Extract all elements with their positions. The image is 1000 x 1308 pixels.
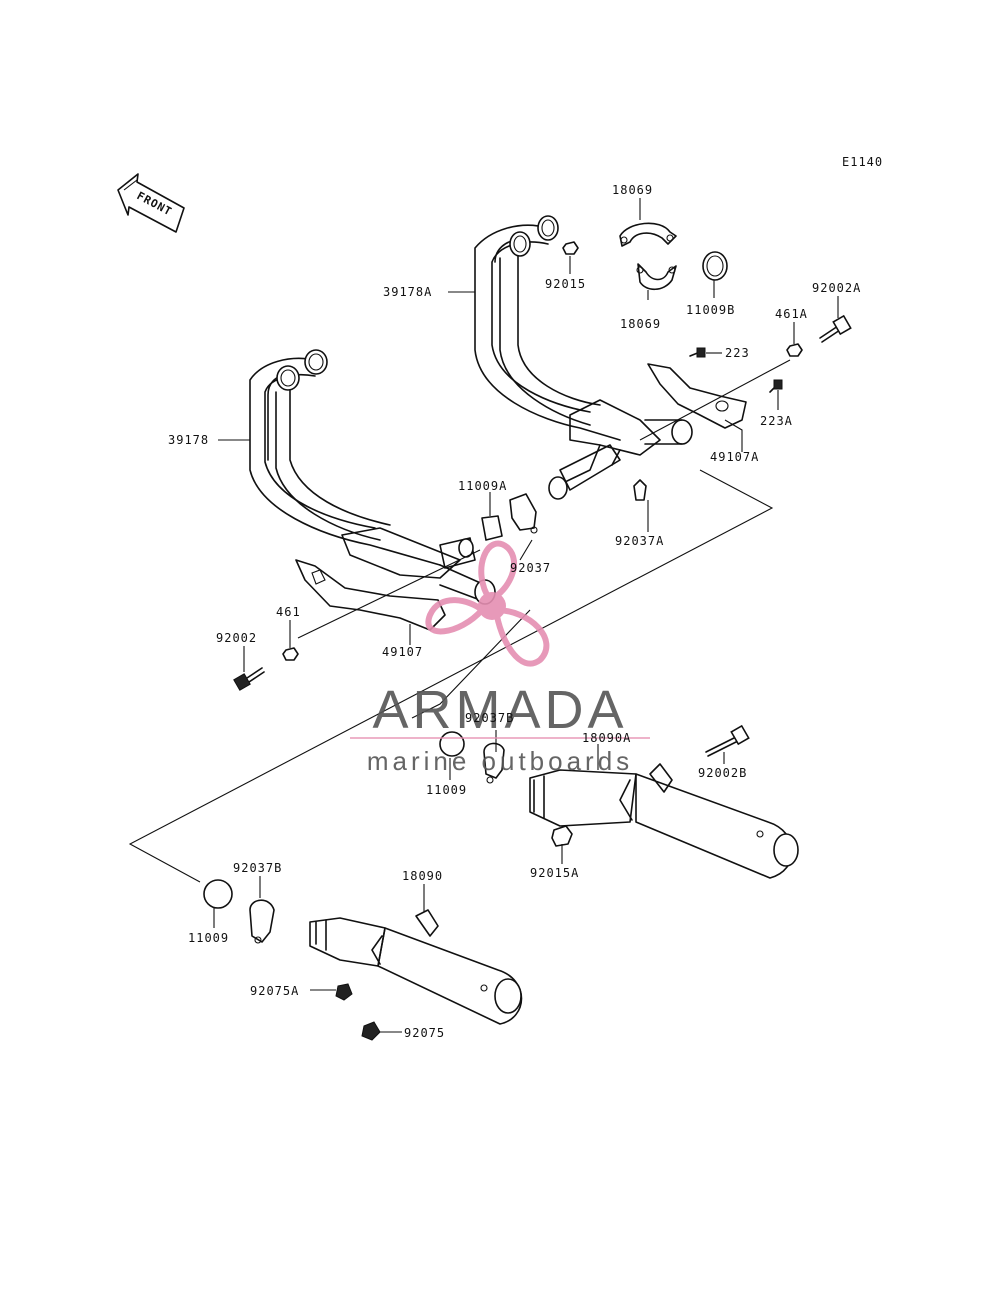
label-461A: 461A bbox=[775, 307, 808, 321]
label-11009B: 11009B bbox=[686, 303, 735, 317]
label-92037A: 92037A bbox=[615, 534, 664, 548]
label-223: 223 bbox=[725, 346, 750, 360]
clamp-18069-top bbox=[619, 222, 677, 247]
front-label: FRONT bbox=[135, 189, 175, 218]
nut-92075 bbox=[361, 1021, 381, 1041]
muffler-18090 bbox=[309, 909, 523, 1025]
label-18090A: 18090A bbox=[582, 731, 631, 745]
clamp-92037A bbox=[633, 479, 647, 501]
label-18069-top: 18069 bbox=[612, 183, 653, 197]
label-461: 461 bbox=[276, 605, 301, 619]
gasket-11009-low bbox=[203, 879, 233, 909]
clamp-92037B-low bbox=[249, 899, 275, 944]
label-92002: 92002 bbox=[216, 631, 257, 645]
nut-92015A bbox=[551, 825, 573, 847]
nut-461 bbox=[282, 647, 299, 661]
assembly-outline-left bbox=[297, 549, 481, 639]
bracket-49107 bbox=[295, 559, 446, 631]
clamp-18069-bottom bbox=[636, 263, 677, 291]
watermark-tagline: marine outboards bbox=[367, 746, 633, 776]
bracket-49107-hole bbox=[311, 569, 326, 585]
label-92015A: 92015A bbox=[530, 866, 579, 880]
clamp-92037B-mid bbox=[483, 742, 505, 784]
front-arrow-icon: FRONT bbox=[117, 173, 185, 233]
sub-outline bbox=[411, 609, 531, 719]
nut-92075A bbox=[335, 983, 353, 1001]
label-92002A: 92002A bbox=[812, 281, 861, 295]
gasket-11009-mid bbox=[439, 731, 465, 757]
header-pipe-39178 bbox=[249, 349, 496, 605]
bolt-223A bbox=[769, 379, 783, 393]
label-223A: 223A bbox=[760, 414, 793, 428]
propeller-logo-icon bbox=[425, 540, 550, 667]
label-18090: 18090 bbox=[402, 869, 443, 883]
label-18069-bottom: 18069 bbox=[620, 317, 661, 331]
muffler-18090A bbox=[529, 763, 799, 879]
armada-watermark: ARMADA marine outboards bbox=[350, 540, 650, 776]
label-92037: 92037 bbox=[510, 561, 551, 575]
gasket-11009B bbox=[702, 251, 728, 281]
nut-461A bbox=[786, 343, 803, 357]
label-92002B: 92002B bbox=[698, 766, 747, 780]
label-11009A: 11009A bbox=[458, 479, 507, 493]
header-pipe-39178A bbox=[474, 215, 693, 500]
label-49107A: 49107A bbox=[710, 450, 759, 464]
bolt-92002A bbox=[819, 314, 852, 343]
label-11009-mid: 11009 bbox=[426, 783, 467, 797]
label-49107: 49107 bbox=[382, 645, 423, 659]
nut-92015 bbox=[562, 241, 579, 255]
label-92075: 92075 bbox=[404, 1026, 445, 1040]
bolt-223 bbox=[689, 347, 706, 358]
clamp-92037 bbox=[509, 493, 538, 534]
diagram-code: E1140 bbox=[842, 155, 883, 169]
label-39178A: 39178A bbox=[383, 285, 432, 299]
label-92075A: 92075A bbox=[250, 984, 299, 998]
bracket-49107A-hole bbox=[715, 400, 729, 412]
label-92037B-low: 92037B bbox=[233, 861, 282, 875]
label-11009-low: 11009 bbox=[188, 931, 229, 945]
bolt-92002B bbox=[705, 724, 750, 757]
bolt-92002 bbox=[233, 667, 265, 691]
watermark-brand: ARMADA bbox=[372, 680, 627, 740]
leader-lines bbox=[213, 198, 839, 1033]
label-92037B-mid: 92037B bbox=[465, 711, 514, 725]
label-39178: 39178 bbox=[168, 433, 209, 447]
assembly-outline-right bbox=[639, 359, 791, 441]
assembly-outline bbox=[128, 469, 774, 883]
bracket-49107A bbox=[647, 363, 747, 429]
label-92015: 92015 bbox=[545, 277, 586, 291]
gasket-11009A bbox=[481, 515, 503, 541]
